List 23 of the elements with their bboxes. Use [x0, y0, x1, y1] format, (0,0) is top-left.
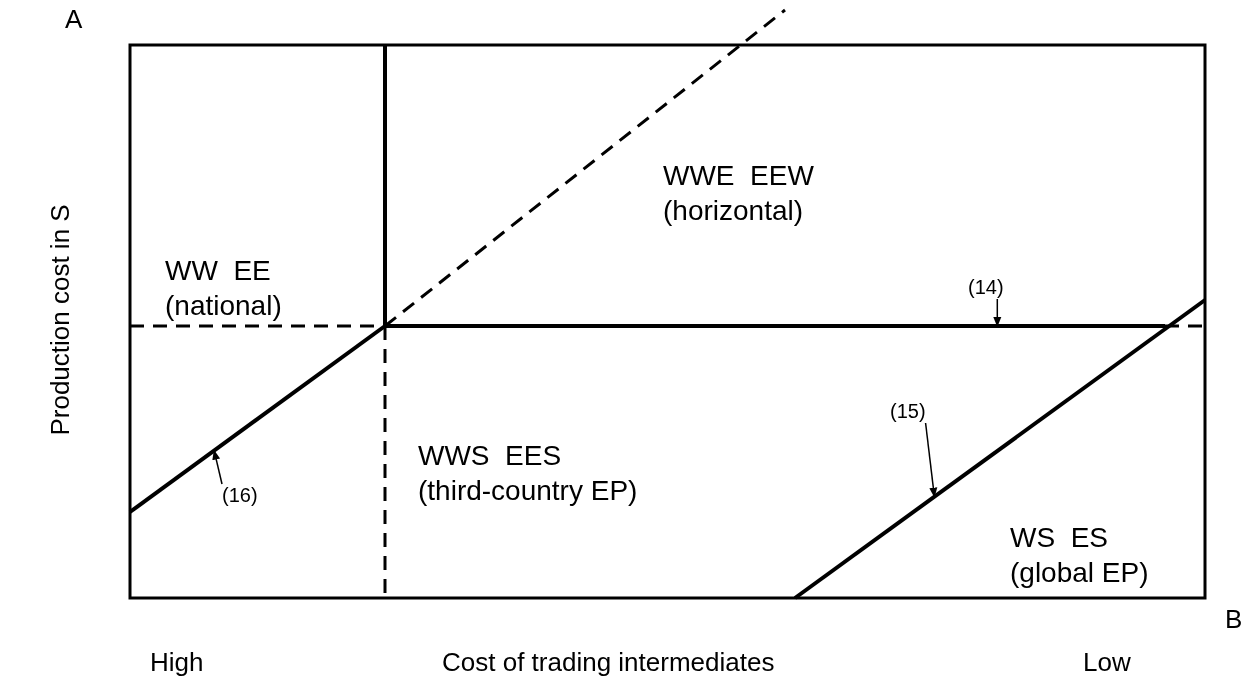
leader-line	[212, 449, 223, 485]
region-label: (third-country EP)	[418, 475, 638, 508]
axis-label: Production cost in S	[45, 204, 76, 436]
region-label: (global EP)	[1010, 557, 1149, 590]
region-label: WWE EEW	[663, 160, 814, 193]
region-label: WWS EES	[418, 440, 562, 473]
callout-number: (15)	[890, 400, 926, 423]
region-label: (horizontal)	[663, 195, 804, 228]
region-label: (national)	[165, 290, 282, 323]
boundary-line	[793, 298, 1207, 600]
axis-end-label: Low	[1083, 648, 1131, 678]
region-label: WW EE	[165, 255, 271, 288]
leader-line	[924, 422, 938, 498]
corner-label: A	[65, 5, 83, 35]
boundary-line	[385, 324, 1165, 328]
corner-label: B	[1225, 605, 1243, 635]
boundary-line	[128, 324, 387, 514]
axis-label: Cost of trading intermediates	[442, 648, 775, 678]
region-label: WS ES	[1010, 522, 1108, 555]
axis-end-label: High	[150, 648, 204, 678]
leader-line	[993, 298, 1002, 327]
callout-number: (16)	[222, 484, 258, 507]
callout-number: (14)	[968, 276, 1004, 299]
